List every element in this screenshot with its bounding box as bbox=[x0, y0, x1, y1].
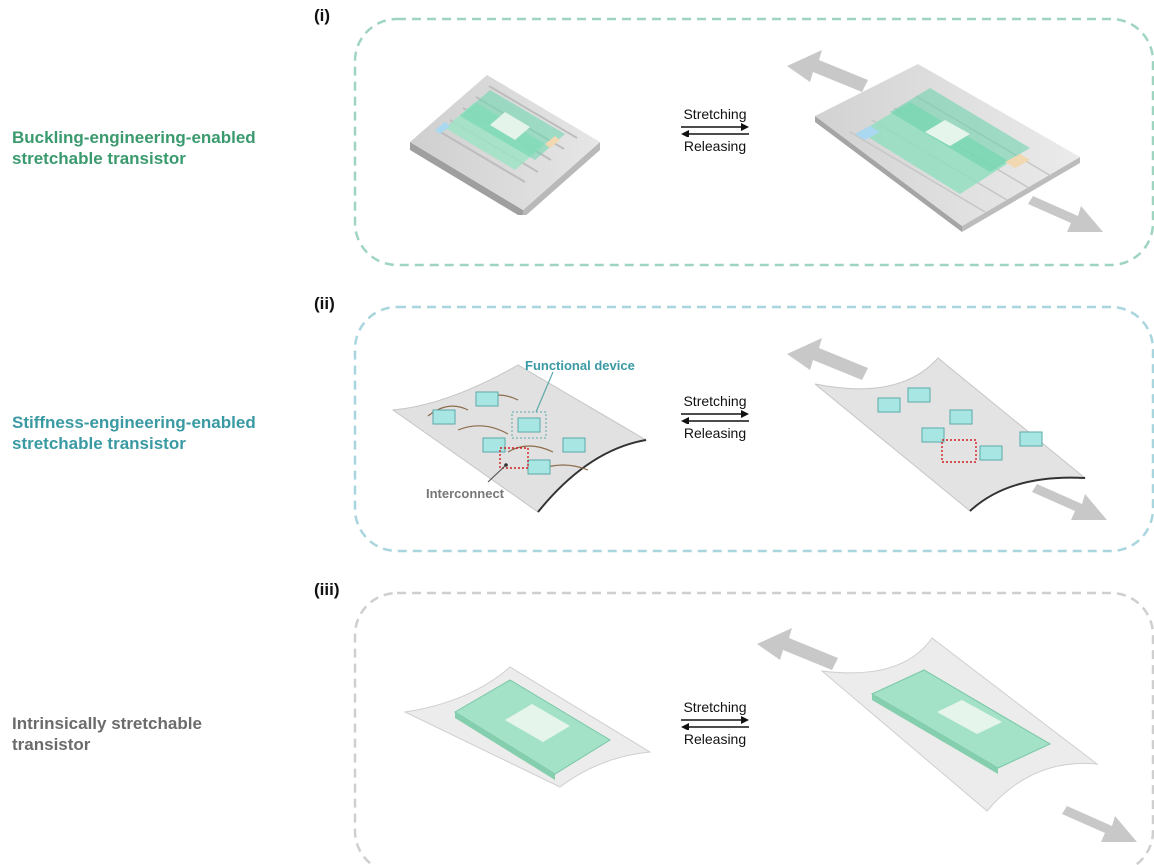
releasing-label: Releasing bbox=[683, 138, 747, 154]
row-label-line-2: stretchable transistor bbox=[12, 149, 186, 168]
intrinsic-transistor-relaxed bbox=[403, 666, 652, 788]
row-label-line-1: Buckling-engineering-enabled bbox=[12, 128, 256, 147]
stretch-arrow-up-left bbox=[787, 338, 868, 380]
stretch-release-indicator: Stretching Releasing bbox=[670, 393, 760, 441]
callout-functional-device: Functional device bbox=[525, 358, 635, 373]
stretch-arrow-down-right bbox=[1032, 484, 1107, 520]
panel-tag-ii: (ii) bbox=[314, 294, 335, 313]
panel-frame-ii bbox=[353, 305, 1154, 553]
stretching-label: Stretching bbox=[683, 106, 747, 122]
stretch-arrow-down-right bbox=[1062, 806, 1137, 842]
row-label-line-2: stretchable transistor bbox=[12, 434, 186, 453]
stretch-arrow-up-left bbox=[757, 628, 838, 670]
releasing-label: Releasing bbox=[683, 731, 747, 747]
row-label-line-2: transistor bbox=[12, 735, 91, 754]
island-device-relaxed bbox=[391, 364, 648, 513]
panel-tag-iii: (iii) bbox=[314, 580, 340, 599]
buckled-transistor-stretched bbox=[815, 64, 1080, 232]
row-label-stiffness: Stiffness-engineering-enabled stretchabl… bbox=[12, 412, 256, 454]
row-label-buckling: Buckling-engineering-enabled stretchable… bbox=[12, 127, 256, 169]
double-arrow-icon bbox=[681, 410, 749, 424]
double-arrow-icon bbox=[681, 716, 749, 730]
row-label-intrinsic: Intrinsically stretchable transistor bbox=[12, 713, 202, 755]
panel-tag-i: (i) bbox=[314, 6, 331, 25]
stretch-release-indicator: Stretching Releasing bbox=[670, 699, 760, 747]
stretch-arrow-up-left bbox=[787, 50, 868, 92]
row-label-line-1: Stiffness-engineering-enabled bbox=[12, 413, 256, 432]
island-device-stretched bbox=[814, 357, 1087, 512]
callout-interconnect: Interconnect bbox=[426, 486, 505, 501]
releasing-label: Releasing bbox=[683, 425, 747, 441]
row-label-line-1: Intrinsically stretchable bbox=[12, 714, 202, 733]
stretch-release-indicator: Stretching Releasing bbox=[670, 106, 760, 154]
buckled-transistor-relaxed bbox=[410, 75, 600, 215]
stretching-label: Stretching bbox=[683, 393, 747, 409]
stretch-arrow-down-right bbox=[1028, 196, 1103, 232]
intrinsic-transistor-stretched bbox=[820, 637, 1099, 812]
panel-frame-iii bbox=[353, 591, 1154, 865]
stretching-label: Stretching bbox=[683, 699, 747, 715]
panel-frame-i bbox=[353, 17, 1154, 267]
double-arrow-icon bbox=[681, 123, 749, 137]
